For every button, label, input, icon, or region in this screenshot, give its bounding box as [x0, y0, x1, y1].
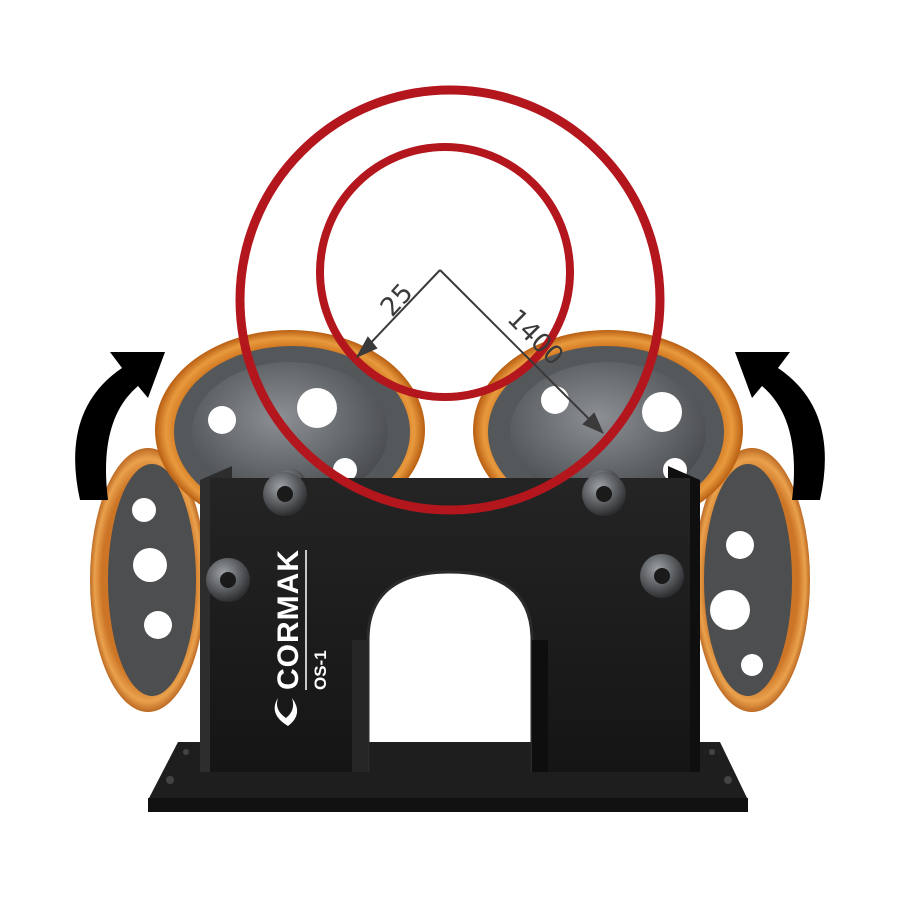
frame-bolts [206, 472, 684, 602]
rear-right-roller [694, 448, 810, 712]
dimension-lines [355, 269, 604, 434]
curved-arrow-left-icon [75, 352, 165, 500]
workpiece-inner-ring [316, 143, 574, 401]
workpiece-outer-ring [235, 85, 665, 515]
rear-left-roller [90, 448, 206, 712]
cormak-swoosh-icon [274, 698, 298, 726]
curved-arrow-right-icon [735, 352, 825, 500]
support-frame [200, 466, 700, 772]
model-name: OS-1 [311, 650, 330, 690]
min-diameter-label: 25 [375, 278, 419, 323]
brand-logo: CORMAK OS-1 [272, 549, 330, 726]
brand-name: CORMAK [272, 549, 305, 690]
